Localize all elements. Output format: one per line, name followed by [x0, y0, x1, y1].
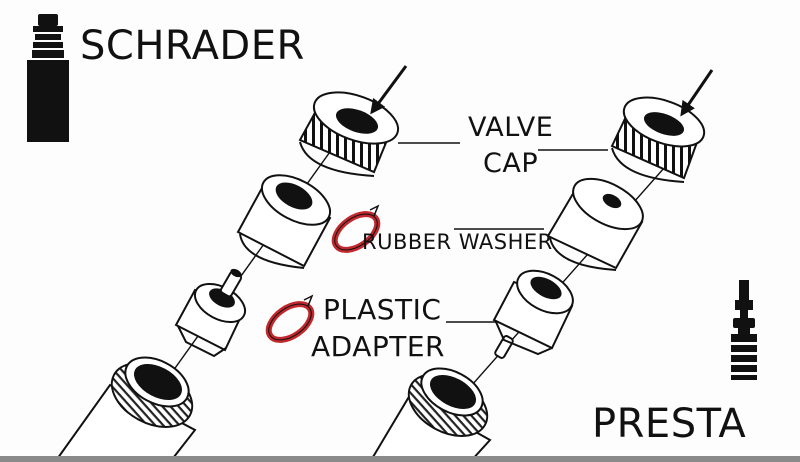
schrader-valve-cap [298, 91, 400, 177]
schrader-valve-icon [27, 14, 69, 142]
presta-washer-body [546, 177, 644, 271]
schrader-pump-tube [53, 356, 197, 462]
presta-valve-icon [731, 280, 757, 380]
rubber-washer-label: RUBBER WASHER [362, 230, 553, 254]
plastic-adapter-label-line1: PLASTIC [323, 293, 442, 326]
presta-title: PRESTA [592, 401, 747, 447]
schrader-rubber-washer-body [236, 174, 332, 269]
presta-pump-tube [368, 367, 492, 462]
presta-valve-cap [610, 96, 706, 183]
arrow-icon [370, 65, 408, 115]
plastic-adapter-label-line2: ADAPTER [311, 330, 446, 363]
arrow-icon [680, 69, 714, 117]
leader-lines [398, 142, 608, 323]
schrader-plastic-adapter [174, 268, 246, 358]
valve-cap-label-line1: VALVE [468, 112, 554, 143]
rubber-washer-icon [331, 204, 381, 253]
valve-cap-label-line2: CAP [483, 148, 539, 179]
presta-plastic-adapter [492, 269, 574, 359]
schrader-axis-line [144, 109, 361, 411]
schrader-title: SCHRADER [80, 23, 305, 69]
bottom-edge [0, 456, 800, 462]
rubber-washer-icon [265, 294, 315, 343]
